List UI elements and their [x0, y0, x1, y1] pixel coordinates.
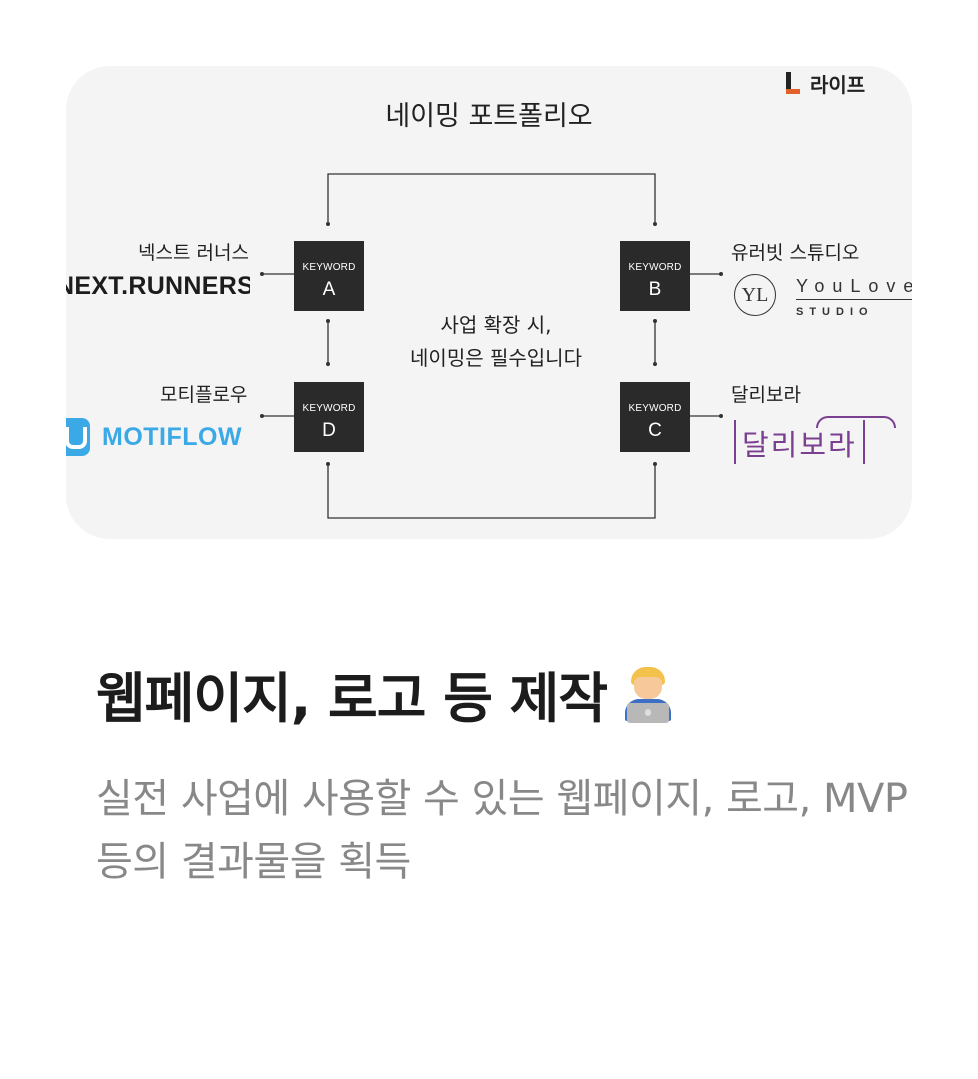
keyword-box-c: KEYWORD C: [620, 382, 690, 452]
section-description: 실전 사업에 사용할 수 있는 웹페이지, 로고, MVP 등의 결과물을 획득: [96, 776, 908, 885]
next-runners-logo: NEXT.RUNNERS: [66, 272, 250, 300]
dalli-label: 달리보라: [731, 384, 801, 406]
section-heading-text: 웹페이지, 로고 등 제작: [96, 667, 608, 730]
keyword-label: KEYWORD: [628, 262, 682, 273]
motiflow-label: 모티플로우: [160, 384, 248, 406]
youlove-studio: STUDIO: [796, 306, 874, 318]
youlove-logo: YL YouLove STUDIO: [734, 274, 912, 324]
youlove-word: YouLove: [796, 276, 912, 296]
motiflow-logo: MOTIFLOW: [66, 418, 242, 456]
keyword-letter: B: [648, 279, 662, 300]
motiflow-icon: [66, 418, 90, 456]
youlove-label: 유러빗 스튜디오: [731, 242, 860, 264]
keyword-label: KEYWORD: [302, 403, 356, 414]
connector-lines: [260, 173, 723, 519]
motiflow-wordmark: MOTIFLOW: [102, 422, 243, 451]
keyword-letter: D: [322, 420, 336, 441]
keyword-label: KEYWORD: [628, 403, 682, 414]
keyword-label: KEYWORD: [302, 262, 356, 273]
naming-portfolio-card: 라이프 네이밍 포트폴리오 KEYWO: [66, 66, 912, 539]
keyword-box-b: KEYWORD B: [620, 241, 690, 311]
youlove-mark: YL: [734, 274, 776, 316]
keyword-letter: A: [322, 279, 336, 300]
keyword-box-d: KEYWORD D: [294, 382, 364, 452]
center-message: 사업 확장 시, 네이밍은 필수입니다: [366, 309, 626, 375]
brand-name: 라이프: [810, 72, 866, 97]
center-message-line2: 네이밍은 필수입니다: [410, 346, 582, 370]
card-title: 네이밍 포트폴리오: [385, 101, 593, 132]
brand-logo: 라이프: [786, 68, 912, 98]
keyword-letter: C: [648, 420, 662, 441]
youlove-divider: [796, 299, 912, 300]
dalli-logo: 달리보라: [734, 416, 896, 464]
next-runners-label: 넥스트 러너스: [138, 242, 249, 264]
keyword-box-a: KEYWORD A: [294, 241, 364, 311]
center-message-line1: 사업 확장 시,: [440, 313, 552, 337]
technologist-emoji-icon: [621, 665, 675, 723]
brand-mark-icon: [786, 72, 802, 94]
section-heading: 웹페이지, 로고 등 제작: [96, 654, 675, 733]
